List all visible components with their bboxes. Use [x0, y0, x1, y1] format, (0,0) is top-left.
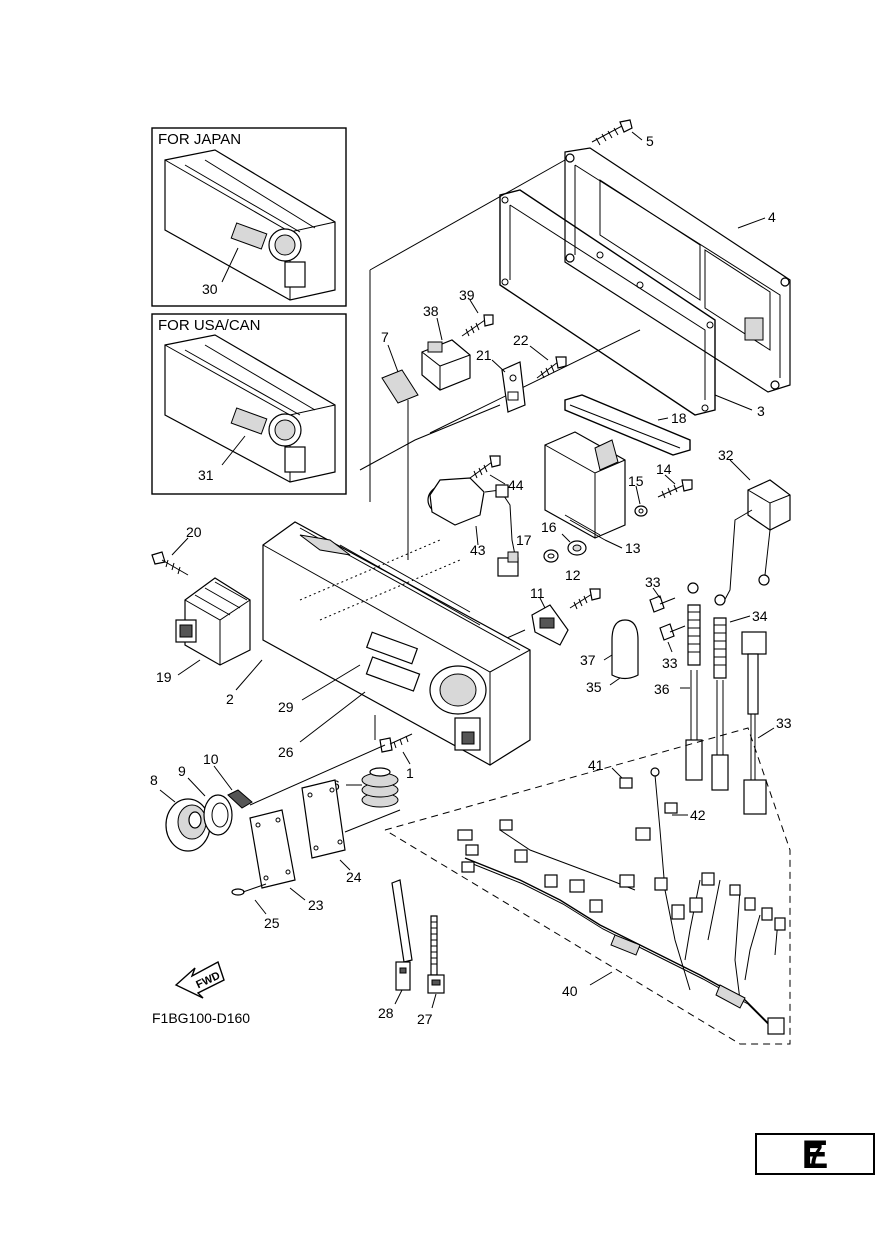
fwd-arrow: FWD — [174, 960, 225, 999]
callout-22: 22 — [513, 332, 529, 348]
callout-7: 7 — [381, 329, 389, 345]
callout-41: 40 — [562, 983, 578, 999]
screw-14 — [657, 479, 693, 499]
boot-38 — [611, 619, 639, 680]
figure-code: F1BG100-D160 — [152, 1010, 250, 1026]
connector-42 — [619, 777, 633, 789]
callout-3: 3 — [757, 403, 765, 419]
screw-25 — [231, 883, 267, 896]
callout-38: 37 — [580, 652, 596, 668]
callout-39: 38 — [423, 303, 439, 319]
callout-32: 32 — [718, 447, 734, 463]
inset-usa-module-drawing — [164, 334, 336, 483]
callout-25: 25 — [264, 915, 280, 931]
section-letter: E — [801, 1133, 829, 1177]
inset-title-usa-can: FOR USA/CAN — [158, 317, 261, 334]
screw-45 — [469, 455, 501, 479]
inset-title-japan: FOR JAPAN — [158, 131, 241, 148]
callout-1: 1 — [406, 765, 414, 781]
callout-9: 9 — [178, 763, 186, 779]
grommet-6 — [361, 767, 399, 808]
callout-28: 28 — [378, 1005, 394, 1021]
callout-21: 21 — [476, 347, 492, 363]
plate-24 — [301, 779, 346, 859]
screw-33-lower — [659, 623, 686, 641]
bracket-11 — [531, 604, 569, 646]
callout-43: 42 — [690, 807, 706, 823]
callout-18: 18 — [671, 410, 687, 426]
callout-14: 14 — [656, 461, 672, 477]
callout-15: 15 — [628, 473, 644, 489]
callout-23: 23 — [308, 897, 324, 913]
callout-33-lower: 33 — [662, 655, 678, 671]
spark-plug-leads-37 — [685, 582, 729, 791]
bracket-21 — [501, 361, 526, 413]
screw-22 — [536, 356, 567, 379]
rectifier-19 — [175, 577, 251, 666]
callout-29: 29 — [278, 699, 294, 715]
callout-5: 5 — [646, 133, 654, 149]
coil-32 — [721, 479, 791, 606]
callout-16: 16 — [541, 519, 557, 535]
gasket-3 — [499, 189, 716, 416]
connector-43 — [664, 802, 678, 814]
callout-35: 34 — [752, 608, 768, 624]
screw-40 — [461, 314, 494, 337]
callout-13: 13 — [625, 540, 641, 556]
ring-9 — [203, 794, 233, 836]
callout-36: 35 — [586, 679, 602, 695]
callout-45: 44 — [508, 477, 524, 493]
relay-39 — [421, 339, 471, 391]
bolt-1 — [379, 733, 413, 753]
callout-20: 20 — [186, 524, 202, 540]
callout-33-upper: 33 — [645, 574, 661, 590]
cover-plate-4 — [564, 147, 791, 393]
cable-tie-27 — [427, 915, 445, 994]
grommet-16 — [567, 540, 587, 556]
callout-27: 27 — [417, 1011, 433, 1027]
callout-4: 4 — [768, 209, 776, 225]
inset-for-usa-can: FOR USA/CAN 31 — [151, 313, 347, 495]
wire-harness-41 — [457, 767, 786, 1035]
callout-10: 10 — [203, 751, 219, 767]
callout-17: 17 — [516, 532, 532, 548]
callout-31: 31 — [198, 467, 214, 483]
clip-10 — [227, 789, 253, 809]
lead-34 — [741, 631, 767, 815]
callout-11: 11 — [530, 585, 545, 601]
inset-japan-module-drawing — [164, 149, 336, 301]
cable-tie-28 — [391, 879, 413, 991]
callout-26: 26 — [278, 744, 294, 760]
collar-17 — [543, 549, 559, 563]
plate-23 — [249, 809, 296, 889]
callout-44: 43 — [470, 542, 486, 558]
screw-12 — [569, 588, 601, 610]
callout-37: 36 — [654, 681, 670, 697]
callout-8: 8 — [150, 772, 158, 788]
callout-12: 12 — [565, 567, 581, 583]
cdi-unit-13 — [544, 431, 626, 541]
pad-7 — [381, 369, 419, 404]
sensor-44 — [427, 477, 519, 577]
callout-19: 19 — [156, 669, 172, 685]
callout-40: 39 — [459, 287, 475, 303]
screw-20 — [151, 551, 189, 576]
callout-42: 41 — [588, 757, 604, 773]
screw-33-upper — [649, 595, 676, 613]
label-26 — [365, 656, 421, 692]
label-29 — [365, 631, 419, 665]
screw-5 — [591, 119, 633, 146]
harness-enclosure — [384, 727, 791, 1045]
callout-24: 24 — [346, 869, 362, 885]
inset-for-japan: FOR JAPAN 30 — [151, 127, 347, 307]
washer-15 — [634, 505, 648, 517]
callout-2: 2 — [226, 691, 234, 707]
band-18 — [564, 394, 691, 456]
section-number: 7 — [807, 1139, 823, 1170]
callout-34: 33 — [776, 715, 792, 731]
callout-30: 30 — [202, 281, 218, 297]
cap-8 — [165, 798, 211, 852]
